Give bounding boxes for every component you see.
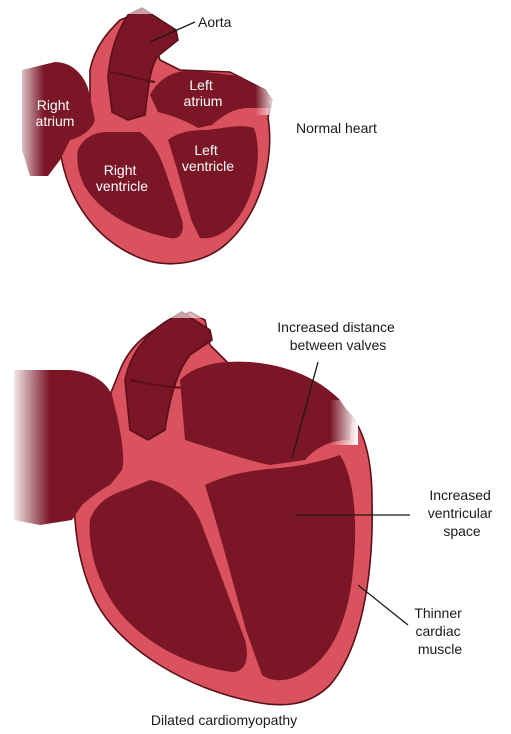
- dilated-heart: Increased distance between valves Increa…: [10, 300, 496, 728]
- ventricular-space-label-line1: Increased: [429, 487, 490, 503]
- normal-heart-caption: Normal heart: [296, 120, 377, 136]
- normal-heart: Right atrium Left atrium Right ventricle…: [14, 0, 377, 264]
- thinner-muscle-label-line2: cardiac: [415, 623, 460, 639]
- normal-left-ventricle-label-line1: Left: [194, 142, 217, 158]
- normal-right-atrium-label-line2: atrium: [36, 113, 75, 129]
- ventricular-space-label-line3: space: [443, 523, 481, 539]
- normal-right-atrium-label-line1: Right: [37, 97, 70, 113]
- thinner-muscle-label-line1: Thinner: [414, 605, 462, 621]
- normal-left-atrium-label-line1: Left: [189, 77, 212, 93]
- normal-right-atrium-label: Right atrium: [36, 97, 75, 129]
- muscle-leader-line: [358, 585, 408, 625]
- ventricular-space-label: Increased ventricular space: [428, 487, 496, 539]
- valves-distance-label-line1: Increased distance: [277, 319, 395, 335]
- valves-distance-label-line2: between valves: [290, 337, 387, 353]
- normal-right-ventricle-label-line2: ventricle: [96, 178, 148, 194]
- thinner-muscle-label-line3: muscle: [418, 641, 463, 657]
- thinner-muscle-label: Thinner cardiac muscle: [414, 605, 465, 657]
- valves-distance-label: Increased distance between valves: [277, 319, 398, 353]
- normal-left-atrium-label-line2: atrium: [184, 93, 223, 109]
- normal-left-atrium-label: Left atrium: [184, 77, 223, 109]
- aorta-label: Aorta: [198, 14, 232, 30]
- normal-right-ventricle-label-line1: Right: [104, 162, 137, 178]
- ventricular-space-label-line2: ventricular: [428, 505, 493, 521]
- dilated-heart-caption: Dilated cardiomyopathy: [151, 712, 297, 728]
- normal-left-ventricle-label-line2: ventricle: [182, 158, 234, 174]
